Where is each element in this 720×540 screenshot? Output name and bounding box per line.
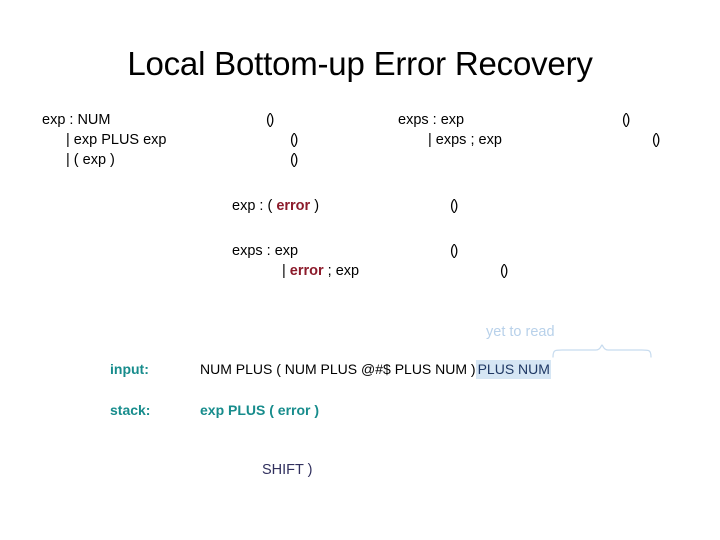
grammar-rule-action-marker: () — [450, 242, 458, 259]
stack-contents-text: exp PLUS ( error ) — [200, 402, 320, 418]
yet-to-read-label: yet to read — [486, 324, 555, 340]
grammar-rule-action-marker: () — [450, 197, 458, 214]
grammar-rule-row: exps : exp () — [398, 110, 659, 130]
grammar-rule-text: | error ; exp — [232, 262, 500, 281]
grammar-rule-text: | ( exp ) — [66, 152, 115, 168]
grammar-rule-suffix: ) — [310, 198, 320, 214]
grammar-rule-row: exps : exp () — [232, 241, 507, 261]
error-token: error — [289, 263, 324, 279]
grammar-block-error-exp: exp : ( error ) () — [232, 196, 458, 216]
grammar-rule-row: exp : NUM () — [42, 110, 297, 130]
error-token: error — [276, 198, 311, 214]
grammar-rule-text: exp : NUM — [42, 112, 111, 128]
grammar-rule-suffix: ; exp — [323, 263, 360, 279]
grammar-rule-prefix: exp : ( — [232, 198, 277, 214]
grammar-rule-prefix: | — [282, 263, 290, 279]
grammar-rule-row: exp : ( error ) () — [232, 196, 458, 216]
stack-label: stack: — [110, 402, 151, 418]
grammar-block-error-exps: exps : exp () | error ; exp () — [232, 241, 508, 281]
page-title: Local Bottom-up Error Recovery — [127, 45, 593, 82]
grammar-rule-text: exps : exp — [398, 112, 465, 128]
grammar-rule-row: | error ; exp () — [232, 261, 508, 281]
grammar-rule-action-marker: () — [290, 131, 298, 148]
grammar-rule-action-marker: () — [622, 111, 630, 128]
grammar-rule-text: exps : exp — [232, 243, 299, 259]
grammar-rule-text: | exps ; exp — [428, 132, 502, 148]
input-consumed-text: NUM PLUS ( NUM PLUS @#$ PLUS NUM ) — [200, 361, 476, 377]
stack-trace-row: stack: exp PLUS ( error ) — [110, 402, 319, 418]
grammar-block-exp-rules: exp : NUM () | exp PLUS exp () | ( exp )… — [42, 110, 298, 170]
grammar-rule-action-marker: () — [500, 262, 508, 279]
parser-action-text: SHIFT ) — [262, 462, 313, 478]
input-label: input: — [110, 361, 149, 377]
grammar-rule-text: exp : ( error ) — [232, 197, 450, 216]
grammar-rule-action-marker: () — [652, 131, 660, 148]
grammar-rule-text: | exp PLUS exp — [66, 132, 167, 148]
grammar-rule-row: | exps ; exp () — [398, 130, 660, 150]
input-remaining-highlight: PLUS NUM — [475, 360, 551, 379]
grammar-rule-action-marker: () — [266, 111, 274, 128]
grammar-rule-row: | exp PLUS exp () — [42, 130, 298, 150]
grammar-rule-row: | ( exp ) () — [42, 150, 298, 170]
curly-brace-up-icon — [552, 344, 652, 358]
grammar-block-exps-rules: exps : exp () | exps ; exp () — [398, 110, 660, 150]
input-trace-row: input: NUM PLUS ( NUM PLUS @#$ PLUS NUM … — [110, 360, 551, 379]
grammar-rule-action-marker: () — [290, 151, 298, 168]
